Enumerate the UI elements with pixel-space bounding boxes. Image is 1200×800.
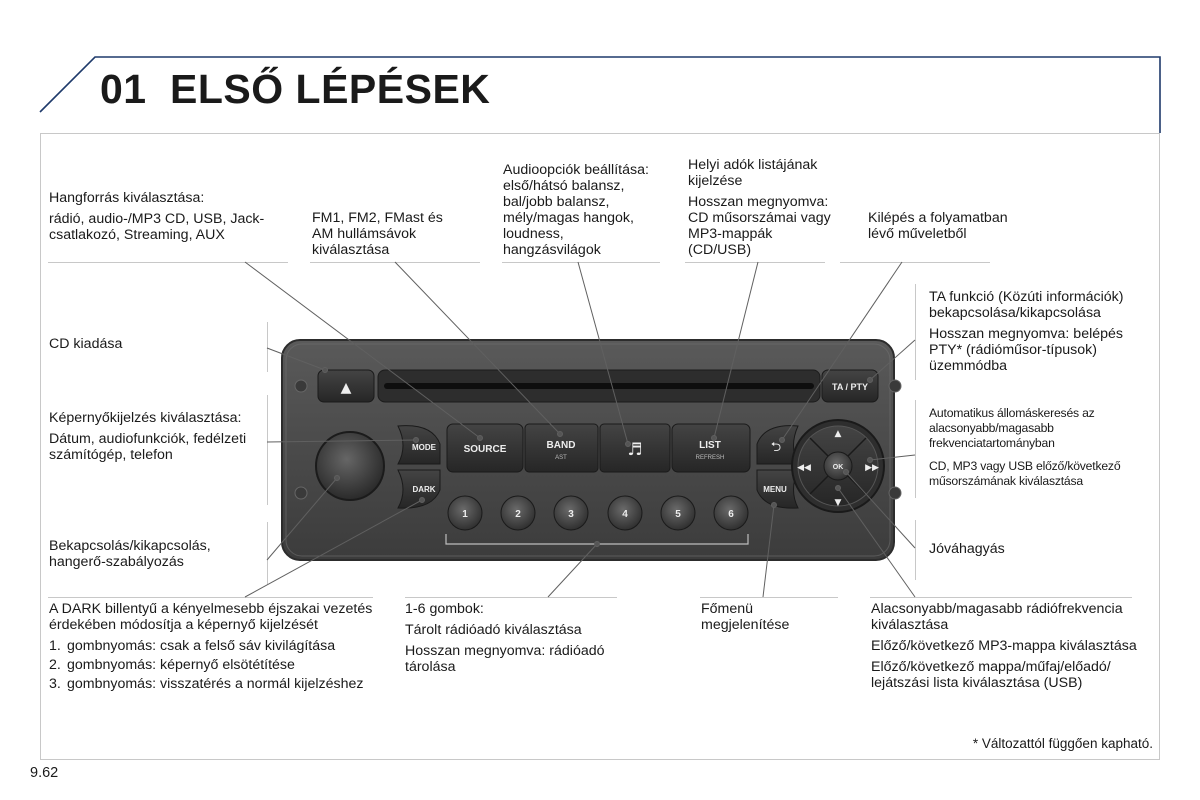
callout-display-select-text: Dátum, audiofunkciók, fedélzeti számítóg… [49,431,247,463]
separator [915,284,916,380]
svg-text:2: 2 [515,509,521,520]
svg-text:LIST: LIST [699,440,721,451]
svg-text:3: 3 [568,509,574,520]
svg-text:1: 1 [462,509,468,520]
separator [267,395,268,505]
separator [685,262,825,263]
callout-power-volume: Bekapcsolás/kikapcsolás, hangerő-szabály… [49,538,211,570]
content-frame [40,133,1160,760]
separator [840,262,990,263]
preset-button-3[interactable]: 3 [553,495,589,531]
power-volume-knob[interactable] [315,431,385,501]
band-button[interactable]: BAND AST [524,423,599,473]
callout-auto-search: Automatikus állomáskeresés az alacsonyab… [929,406,1095,450]
dark-steps-list: 1.gombnyomás: csak a felső sáv kivilágít… [49,638,384,692]
callout-list-line1: Helyi adók listájának kijelzése [688,157,818,189]
chapter-title: ELSŐ LÉPÉSEK [170,66,491,112]
callout-ta-pty: TA funkció (Közúti információk) bekapcso… [929,289,1149,374]
music-note-icon: ♬ [627,440,642,460]
callout-list-button: Helyi adók listájának kijelzése Hosszan … [688,157,838,258]
svg-text:SOURCE: SOURCE [464,444,507,455]
separator [48,597,373,598]
callout-dark-intro: A DARK billentyű a kényelmesebb éjszakai… [49,601,373,633]
svg-text:OK: OK [833,464,844,471]
callout-presets-line3: Hosszan megnyomva: rádióadó tárolása [405,643,605,675]
callout-frequency-line1: Alacsonyabb/magasabb rádiófrekvencia kiv… [871,601,1123,633]
svg-text:MENU: MENU [763,485,787,494]
source-button[interactable]: SOURCE [446,423,524,473]
eject-button[interactable]: ▲ [317,369,375,403]
separator [870,597,1132,598]
separator [267,522,268,584]
header-frame [39,56,1161,133]
callout-source-select-text: rádió, audio-/MP3 CD, USB, Jack-csatlako… [49,211,265,243]
callout-frequency-line3: Előző/következő mappa/műfaj/előadó/ lejá… [871,659,1111,691]
eject-icon: ▲ [341,380,352,396]
separator [700,597,838,598]
separator [915,520,916,580]
rewind-icon: ◀◀ [797,463,811,473]
preset-button-5[interactable]: 5 [660,495,696,531]
svg-text:TA / PTY: TA / PTY [832,382,868,392]
audio-settings-button[interactable]: ♬ [599,423,671,473]
nav-up-button[interactable]: ▲ [835,429,842,439]
page-number: 9.62 [30,765,59,781]
callout-main-menu: Főmenü megjelenítése [701,601,790,633]
callout-cd-eject: CD kiadása [49,336,123,352]
callout-source-select: Hangforrás kiválasztása: rádió, audio-/M… [49,190,274,243]
svg-text:DARK: DARK [412,485,435,494]
svg-text:BAND: BAND [547,440,576,451]
callout-display-select: Képernyőkijelzés kiválasztása: Dátum, au… [49,410,264,463]
svg-text:REFRESH: REFRESH [696,455,725,461]
nav-right-button[interactable]: ▶▶ [865,463,879,473]
callout-presets-line2: Tárolt rádióadó kiválasztása [405,622,582,638]
svg-text:4: 4 [622,509,628,520]
ok-button[interactable]: OK [823,451,853,481]
back-arrow-icon: ⮌ [771,440,781,455]
list-button[interactable]: LIST REFRESH [671,423,751,473]
ta-pty-button[interactable]: TA / PTY [821,369,879,403]
callout-presets: 1-6 gombok: Tárolt rádióadó kiválasztása… [405,601,635,675]
fast-forward-icon: ▶▶ [865,463,879,473]
callout-audio-options: Audioopciók beállítása: első/hátsó balan… [503,162,649,258]
separator [405,597,617,598]
callout-dark: A DARK billentyű a kényelmesebb éjszakai… [49,601,384,692]
nav-left-button[interactable]: ◀◀ [797,463,811,473]
list-item: 1.gombnyomás: csak a felső sáv kivilágít… [49,638,336,654]
svg-text:5: 5 [675,509,681,520]
callout-display-select-title: Képernyőkijelzés kiválasztása: [49,410,242,426]
separator [310,262,480,263]
separator [267,322,268,372]
callout-frequency: Alacsonyabb/magasabb rádiófrekvencia kiv… [871,601,1151,691]
svg-text:6: 6 [728,509,734,520]
nav-down-button[interactable]: ▼ [835,498,842,508]
callout-ta-pty-line1: TA funkció (Közúti információk) bekapcso… [929,289,1124,321]
callout-source-select-title: Hangforrás kiválasztása: [49,190,205,206]
callout-list-line2: Hosszan megnyomva: CD műsorszámai vagy M… [688,194,831,258]
svg-text:MODE: MODE [412,443,437,452]
preset-button-4[interactable]: 4 [607,495,643,531]
preset-button-6[interactable]: 6 [713,495,749,531]
callout-ta-pty-line2: Hosszan megnyomva: belépés PTY* (rádiómű… [929,326,1123,374]
callout-presets-line1: 1-6 gombok: [405,601,484,617]
separator [502,262,660,263]
preset-button-2[interactable]: 2 [500,495,536,531]
separator [48,262,288,263]
list-item: 3.gombnyomás: visszatérés a normál kijel… [49,676,364,692]
footnote: * Változattól függően kapható. [972,736,1153,751]
svg-text:AST: AST [555,455,567,461]
chapter-number: 01 [100,66,147,112]
list-item: 2.gombnyomás: képernyő elsötétítése [49,657,295,673]
callout-confirm: Jóváhagyás [929,541,1005,557]
callout-exit: Kilépés a folyamatban lévő műveletből [868,210,1008,242]
preset-button-1[interactable]: 1 [447,495,483,531]
callout-band-select: FM1, FM2, FMast és AM hullámsávok kivála… [312,210,443,258]
callout-track-select: CD, MP3 vagy USB előző/következő műsorsz… [929,459,1121,488]
arrow-up-icon: ▲ [835,429,842,439]
arrow-down-icon: ▼ [835,498,842,508]
callout-frequency-line2: Előző/következő MP3-mappa kiválasztása [871,638,1137,654]
separator [915,400,916,498]
